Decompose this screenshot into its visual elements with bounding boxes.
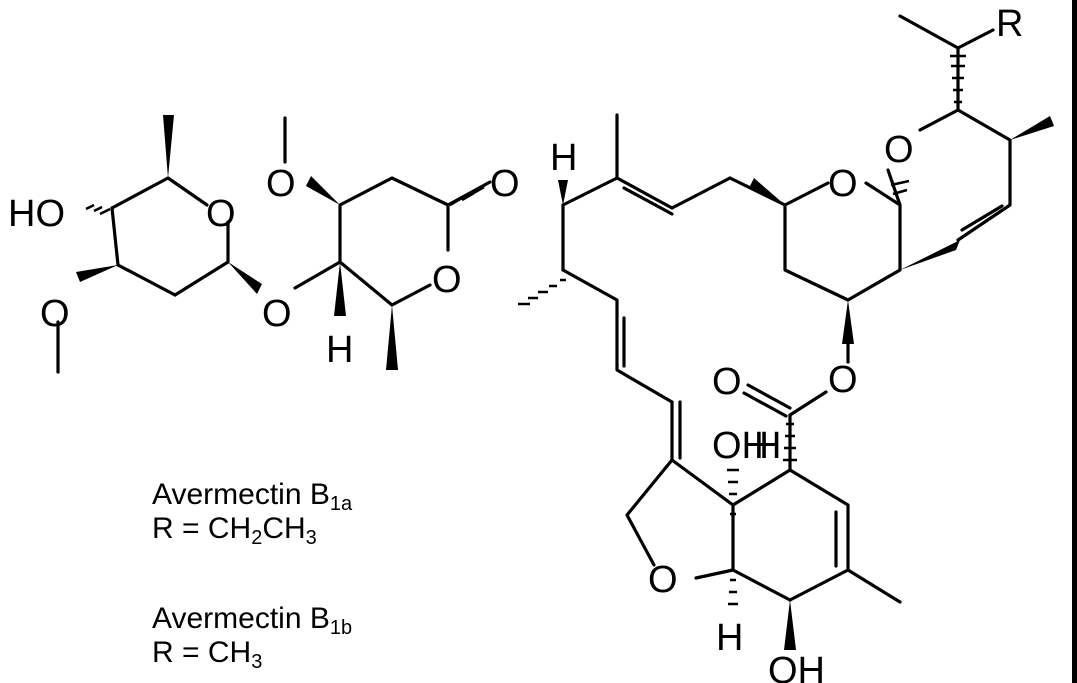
double-bonds (622, 186, 1004, 568)
methoxy-oxygen-label: O (266, 163, 296, 205)
ho-label: HO (8, 193, 65, 235)
ring-oxygen-label: O (828, 163, 858, 205)
linkage-oxygen-label: O (262, 293, 292, 335)
atom-labels: R HO O O O H O O O H O O O O OH H O H OH (8, 3, 1023, 683)
glycosidic-oxygen-label: O (490, 163, 520, 205)
oh-label: OH (768, 650, 825, 683)
wedge-bonds (76, 115, 1054, 650)
compound-legend-b1a: Avermectin B1a R = CH2CH3 (152, 478, 353, 549)
r-group-definition: R = CH3 (152, 636, 263, 673)
hydrogen-label: H (550, 137, 577, 179)
r-group-definition: R = CH2CH3 (152, 512, 317, 549)
ring-oxygen-label: O (884, 129, 914, 171)
hydrogen-label: H (754, 425, 781, 467)
skeleton-bonds (56, 14, 1012, 604)
methoxy-oxygen-label: O (40, 293, 70, 335)
compound-name: Avermectin B1a (152, 478, 353, 515)
ring-oxygen-label: O (206, 193, 236, 235)
ester-oxygen-label: O (828, 359, 858, 401)
ring-oxygen-label: O (648, 559, 678, 601)
oh-label: OH (712, 425, 769, 467)
hydrogen-label: H (326, 329, 353, 371)
compound-name: Avermectin B1b (152, 602, 353, 639)
ring-oxygen-label: O (432, 259, 462, 301)
hashed-bonds (85, 54, 966, 606)
r-group-label: R (996, 3, 1023, 45)
carbonyl-oxygen-label: O (712, 361, 742, 403)
compound-legend-b1b: Avermectin B1b R = CH3 (152, 602, 353, 673)
hydrogen-label: H (716, 617, 743, 659)
